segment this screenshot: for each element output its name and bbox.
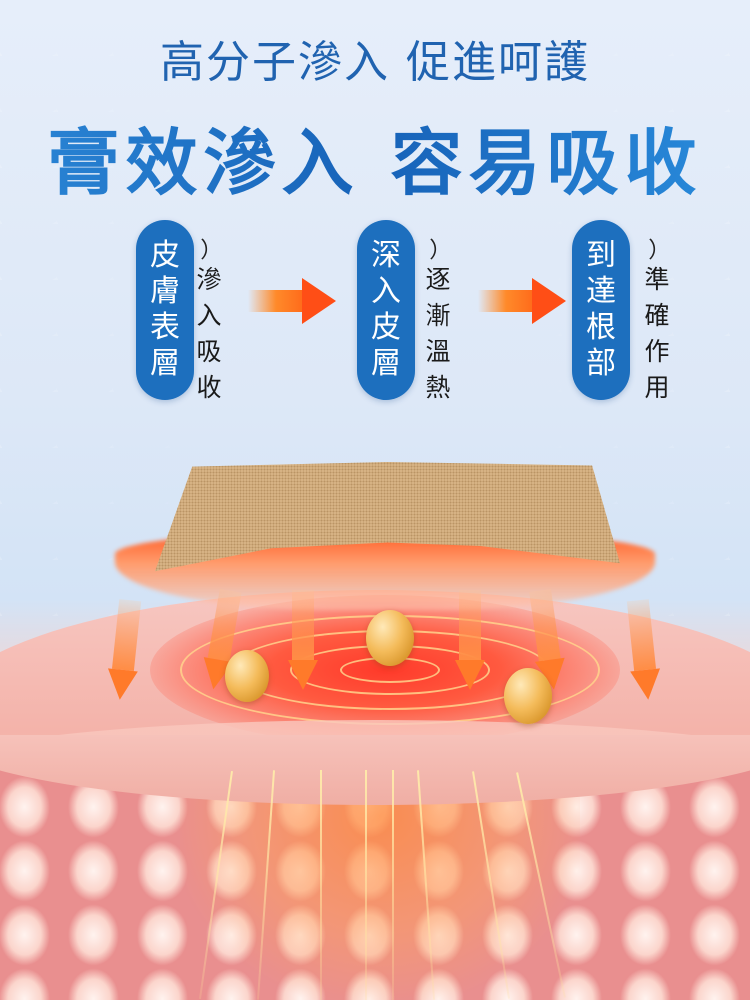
step-description: ︵ 滲 入 吸 收 bbox=[192, 237, 226, 406]
step-desc-char: 準 bbox=[644, 265, 670, 294]
arrow-right-icon bbox=[248, 278, 338, 324]
step-desc-char: 漸 bbox=[425, 301, 451, 330]
step-desc-char: 確 bbox=[644, 301, 670, 330]
heat-fiber bbox=[365, 770, 367, 1000]
step-label-char: 達 bbox=[586, 274, 616, 309]
step-label-char: 層 bbox=[371, 346, 401, 381]
subtitle: 高分子滲入 促進呵護 bbox=[160, 37, 590, 88]
step-desc-char: 滲 bbox=[196, 265, 222, 294]
bracket-icon: ︵ bbox=[645, 237, 670, 260]
active-ingredient-capsule bbox=[366, 610, 414, 666]
step-desc-char: 逐 bbox=[425, 265, 451, 294]
step-label-pill: 到 達 根 部 bbox=[572, 220, 630, 400]
bracket-icon: ︵ bbox=[197, 237, 222, 260]
step-desc-char: 作 bbox=[644, 337, 670, 366]
step-label-char: 根 bbox=[586, 310, 616, 345]
active-ingredient-capsule bbox=[504, 668, 552, 724]
arrow-down-icon bbox=[288, 590, 318, 690]
step-label-char: 深 bbox=[371, 238, 401, 273]
step-label-char: 層 bbox=[150, 346, 180, 381]
step-label-char: 皮 bbox=[150, 238, 180, 273]
heat-fiber bbox=[392, 770, 394, 1000]
step-description: ︵ 逐 漸 溫 熱 bbox=[421, 237, 455, 406]
bracket-icon: ︵ bbox=[426, 237, 451, 260]
step-label-char: 部 bbox=[586, 346, 616, 381]
step-desc-char: 熱 bbox=[425, 373, 451, 402]
arrow-right-icon bbox=[478, 278, 568, 324]
active-ingredient-capsule bbox=[225, 650, 269, 702]
step-desc-char: 收 bbox=[196, 373, 222, 402]
heat-fiber bbox=[320, 770, 322, 1000]
step-description: ︵ 準 確 作 用 bbox=[640, 237, 674, 406]
skin-penetration-illustration bbox=[0, 450, 750, 1000]
step-label-char: 表 bbox=[150, 310, 180, 345]
step-label-char: 入 bbox=[371, 274, 401, 309]
step-desc-char: 溫 bbox=[425, 337, 451, 366]
step-label-char: 到 bbox=[586, 238, 616, 273]
arrow-down-icon bbox=[455, 590, 485, 690]
step-desc-char: 用 bbox=[644, 373, 670, 402]
step-desc-char: 吸 bbox=[196, 337, 222, 366]
page-title: 膏效滲入 容易吸收 bbox=[0, 104, 750, 209]
step-label-char: 膚 bbox=[150, 274, 180, 309]
step-label-pill: 深 入 皮 層 bbox=[357, 220, 415, 400]
step-label-pill: 皮 膚 表 層 bbox=[136, 220, 194, 400]
cell-heat-glow bbox=[180, 770, 580, 1000]
step-desc-char: 入 bbox=[196, 301, 222, 330]
step-label-char: 皮 bbox=[371, 310, 401, 345]
